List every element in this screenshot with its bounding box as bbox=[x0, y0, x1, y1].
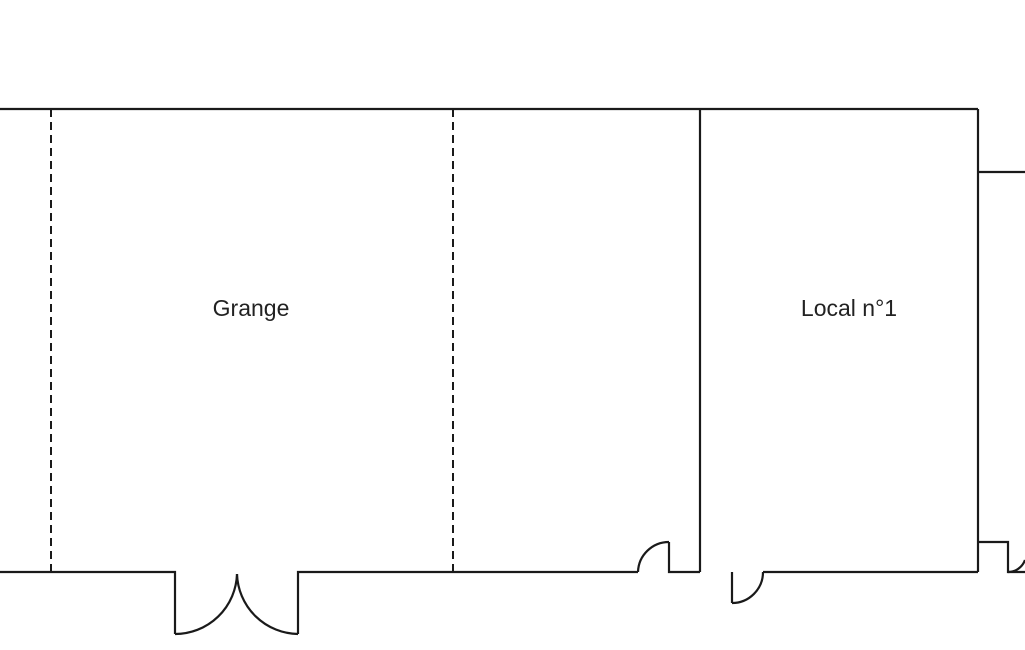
grange-double-door-right-leaf bbox=[235, 573, 299, 636]
local-1-door-swing bbox=[731, 571, 765, 605]
small-door-swing bbox=[636, 540, 670, 573]
adjacent-room-door-swing bbox=[1007, 559, 1025, 574]
bottom-wall-middle bbox=[296, 570, 638, 634]
room-label-local-1: Local n°1 bbox=[801, 295, 897, 321]
grange-double-door-left-leaf bbox=[174, 573, 239, 636]
room-label-grange: Grange bbox=[213, 295, 290, 321]
adjacent-room-bottom-wall bbox=[978, 540, 1025, 574]
bottom-wall-left bbox=[0, 570, 177, 634]
bottom-wall-right-of-door bbox=[667, 542, 700, 574]
